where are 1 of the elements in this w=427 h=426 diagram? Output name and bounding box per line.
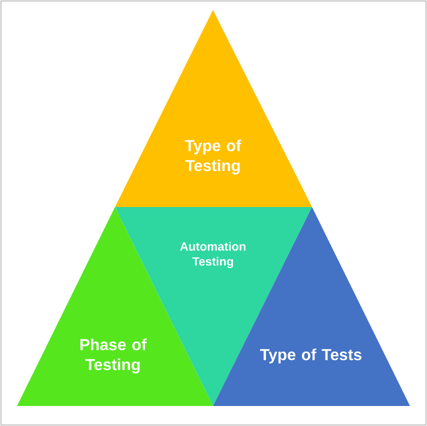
triangle: Type of Testing: [115, 10, 312, 207]
